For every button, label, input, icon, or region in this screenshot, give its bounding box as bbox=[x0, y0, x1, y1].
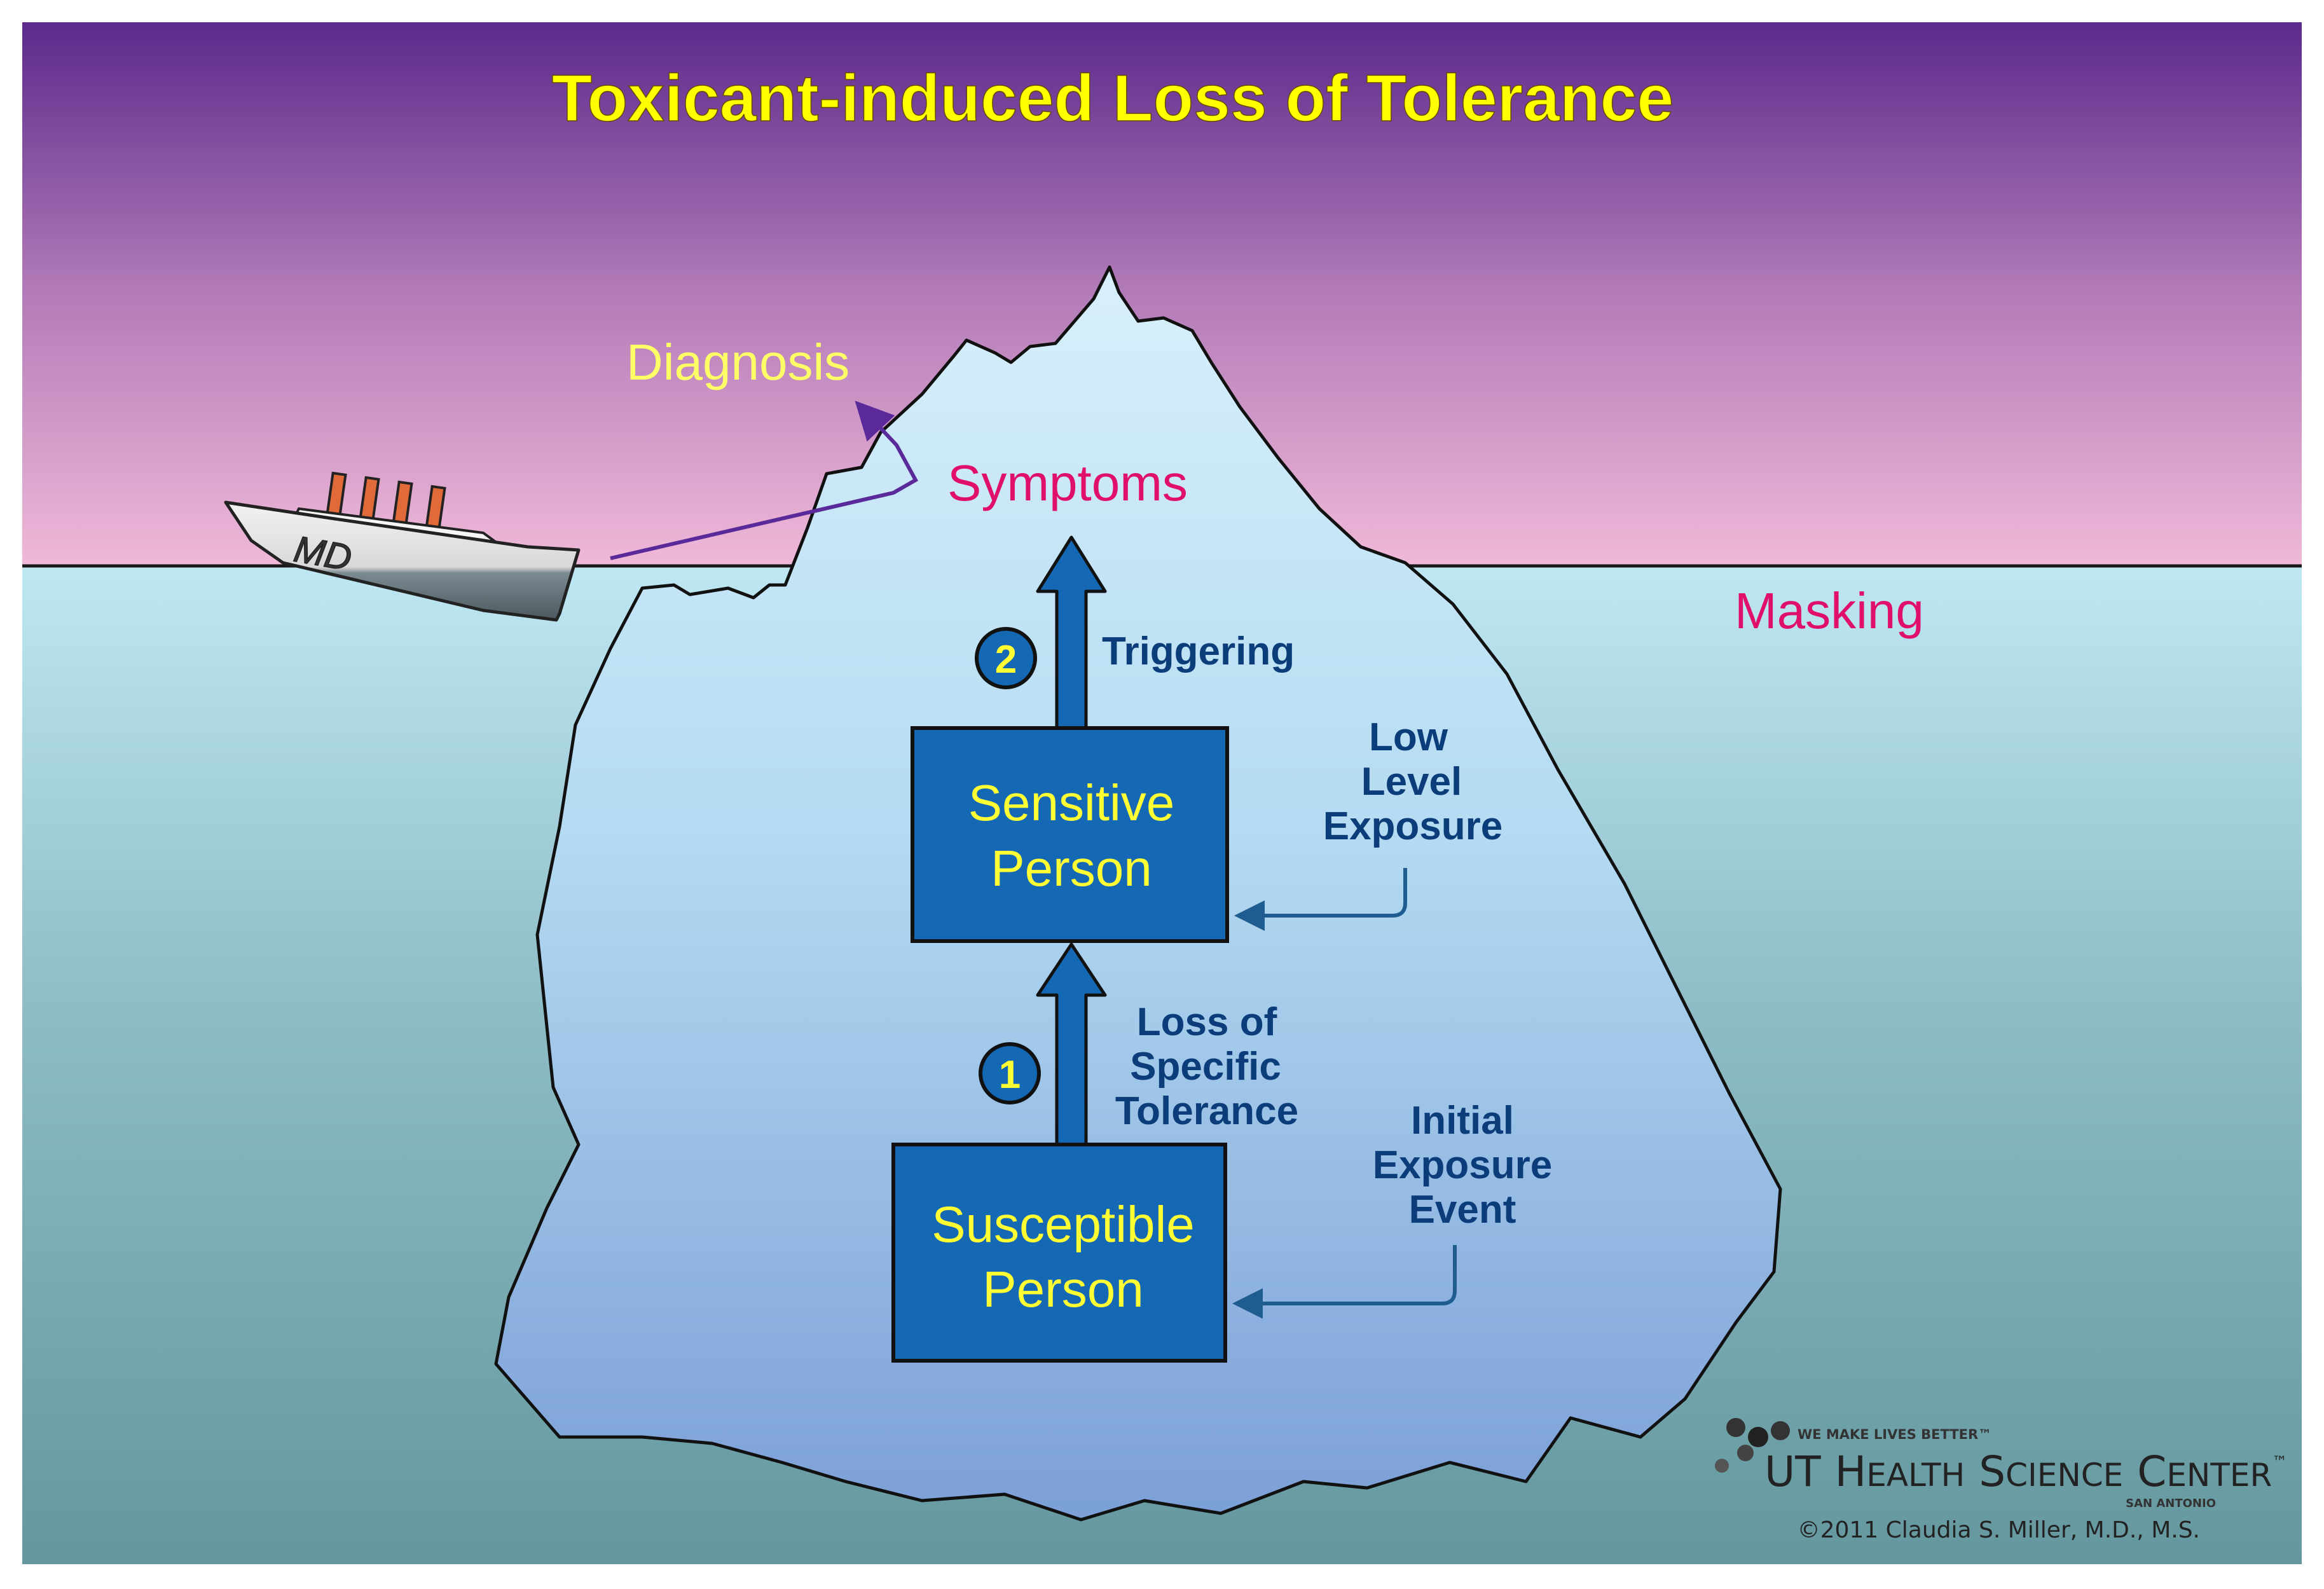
ship-hull bbox=[224, 500, 581, 622]
sensitive-person-line1: Sensitive bbox=[968, 774, 1175, 831]
low-level-exposure-line2: Level bbox=[1361, 760, 1462, 804]
triggering-label: Triggering bbox=[1102, 629, 1295, 673]
loss-of-tolerance-line1: Loss of bbox=[1137, 1000, 1277, 1044]
initial-exposure-line1: Initial bbox=[1411, 1099, 1514, 1143]
step-1-badge bbox=[979, 1042, 1041, 1104]
logo-name-enter: ENTER bbox=[2166, 1457, 2272, 1494]
initial-exposure-line2: Exposure bbox=[1373, 1143, 1553, 1187]
susceptible-person-line1: Susceptible bbox=[932, 1196, 1195, 1253]
ut-health-logo: WE MAKE LIVES BETTER™ UT HEALTH SCIENCE CEN… bbox=[1715, 1418, 2287, 1543]
logo-name-tm: ™ bbox=[2272, 1453, 2287, 1471]
logo-name: UT HEALTH SCIENCE CENTER™ bbox=[1764, 1447, 2287, 1496]
logo-name-ealth: EALTH bbox=[1866, 1457, 1965, 1494]
sensitive-person-box bbox=[911, 726, 1229, 943]
susceptible-person-box bbox=[891, 1143, 1227, 1363]
ut-health-logo-mark bbox=[1715, 1418, 1790, 1473]
initial-exposure-arrow bbox=[1232, 1245, 1457, 1319]
logo-name-s: S bbox=[1979, 1447, 2005, 1496]
logo-location: SAN ANTONIO bbox=[2126, 1497, 2216, 1510]
page-title: Toxicant-induced Loss of Tolerance bbox=[552, 62, 1674, 135]
symptoms-label: Symptoms bbox=[947, 455, 1188, 511]
diagnosis-arrow bbox=[610, 401, 919, 560]
loss-of-tolerance-arrow bbox=[1036, 942, 1107, 1148]
step-2-badge bbox=[975, 627, 1037, 689]
low-level-exposure-arrow bbox=[1234, 868, 1407, 931]
step-2-label: 2 bbox=[995, 638, 1017, 682]
susceptible-person-line2: Person bbox=[982, 1261, 1143, 1317]
loss-of-tolerance-line2: Specific bbox=[1130, 1045, 1281, 1089]
diagnosis-label: Diagnosis bbox=[626, 334, 849, 390]
logo-name-ut: UT bbox=[1764, 1447, 1821, 1496]
logo-name-h: H bbox=[1835, 1447, 1867, 1496]
low-level-exposure-line3: Exposure bbox=[1323, 804, 1503, 848]
masking-label: Masking bbox=[1735, 582, 1924, 639]
triggering-arrow bbox=[1036, 535, 1107, 732]
low-level-exposure-line1: Low bbox=[1369, 715, 1448, 759]
step-1-label: 1 bbox=[999, 1053, 1021, 1097]
ship: MD bbox=[224, 471, 581, 622]
copyright-text: ©2011 Claudia S. Miller, M.D., M.S. bbox=[1798, 1517, 2200, 1543]
logo-name-c: C bbox=[2137, 1447, 2166, 1496]
logo-tagline: WE MAKE LIVES BETTER™ bbox=[1798, 1427, 1991, 1442]
loss-of-tolerance-line3: Tolerance bbox=[1115, 1089, 1298, 1133]
logo-name-cience: CIENCE bbox=[2005, 1457, 2123, 1494]
initial-exposure-line3: Event bbox=[1409, 1188, 1516, 1232]
sensitive-person-line2: Person bbox=[991, 840, 1152, 897]
